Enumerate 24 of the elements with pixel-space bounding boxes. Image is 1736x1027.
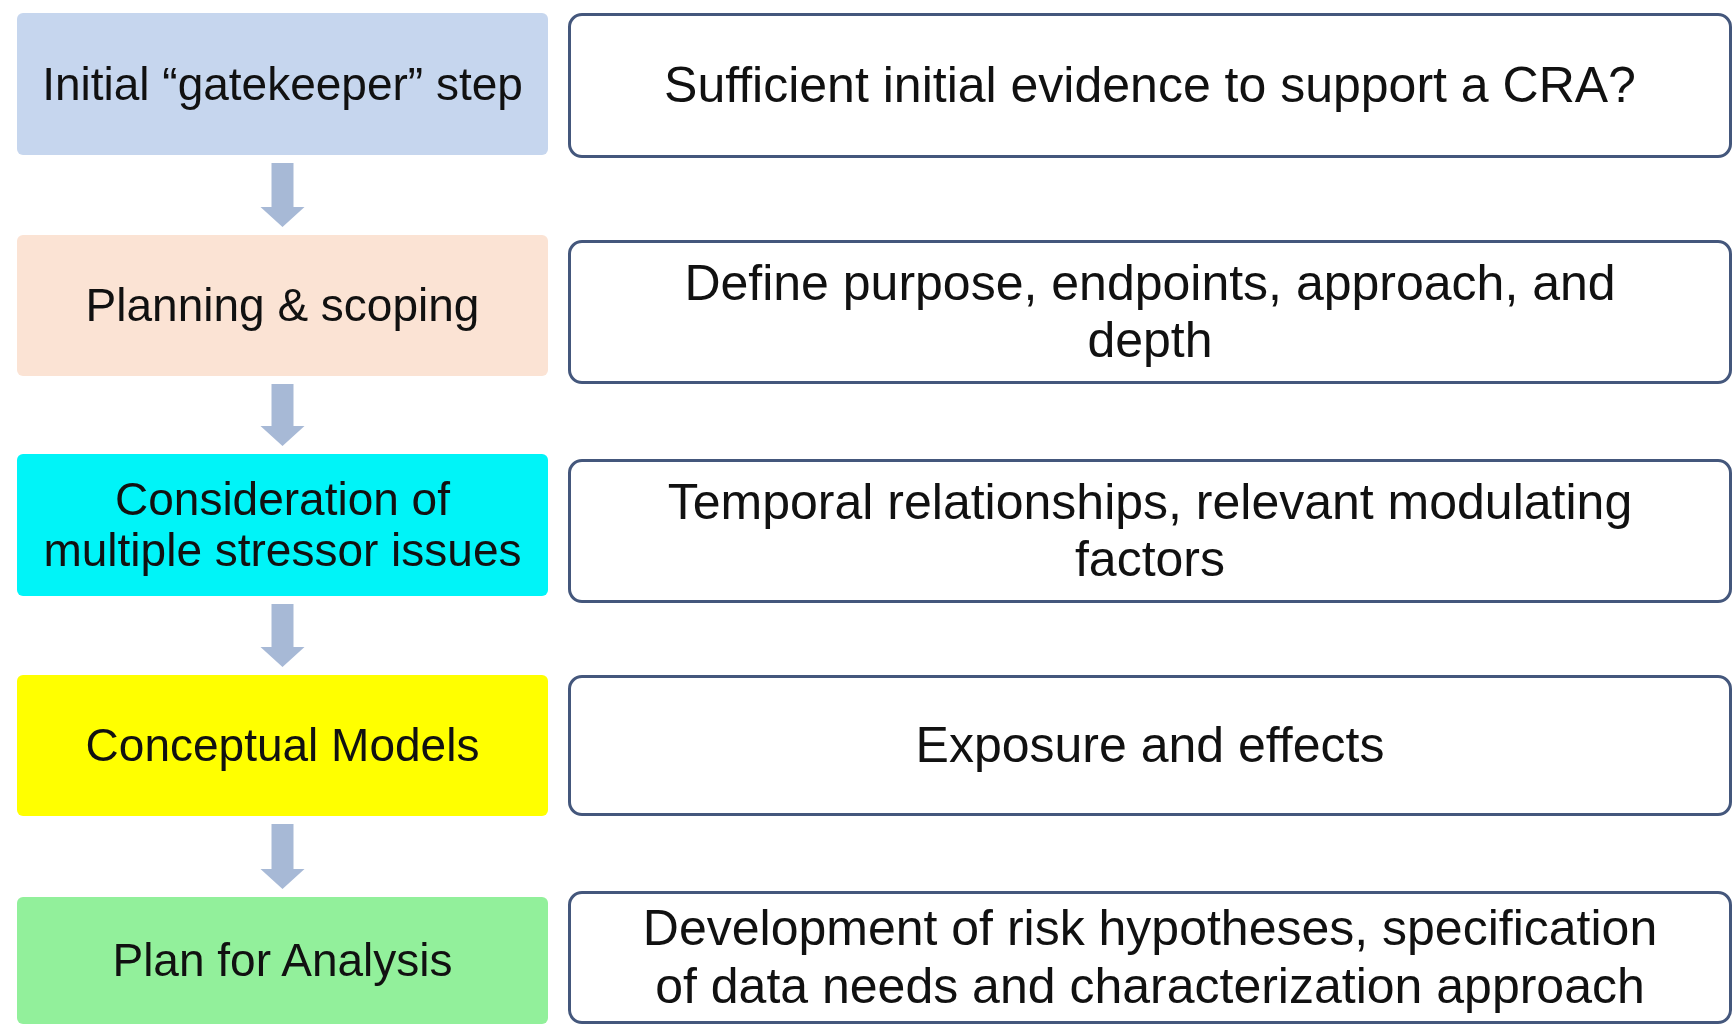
step-box [17,897,548,1024]
step-box [17,454,548,596]
description-text: Sufficient initial evidence to support a CRA? [664,56,1636,115]
block-arrow [260,604,305,667]
step-label: Plan for Analysis [112,935,453,986]
description-text: Temporal relationships, relevant modulating factors [666,473,1634,589]
block-arrow [260,384,305,446]
step-label: Conceptual Models [85,720,480,771]
description-text: Development of risk hypotheses, specification of data needs and characterization approach [641,900,1659,1015]
step-label: Consideration of multiple stressor issues [42,474,523,576]
description-text: Define purpose, endpoints, approach, and depth [683,254,1617,370]
description-box [568,891,1732,1024]
step-box [17,675,548,816]
description-box [568,459,1732,603]
description-text: Exposure and effects [915,716,1385,775]
step-label: Planning & scoping [85,280,480,331]
description-box [568,675,1732,816]
step-box [17,13,548,155]
description-box [568,13,1732,158]
description-box [568,240,1732,384]
step-label: Initial “gatekeeper” step [42,58,523,110]
block-arrow [260,824,305,889]
step-box [17,235,548,376]
block-arrow [260,163,305,227]
